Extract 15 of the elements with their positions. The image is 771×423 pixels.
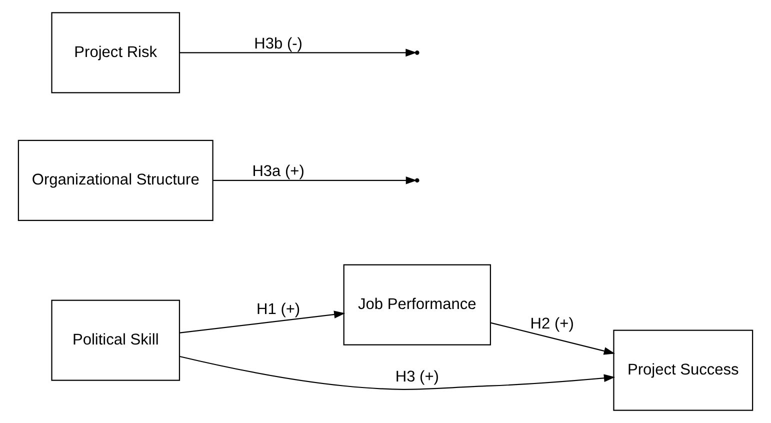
edge-label: H2 (+) (530, 315, 574, 332)
edge-label: H3 (+) (395, 368, 439, 386)
edge-label: H3b (-) (254, 35, 302, 52)
node-box: Job Performance (343, 264, 491, 346)
node-box: Project Success (613, 330, 754, 411)
arrow (490, 322, 616, 355)
edge-label: H3a (+) (252, 163, 304, 180)
node-box: Political Skill (51, 300, 180, 381)
arrow (180, 48, 417, 57)
edge-label: H1 (+) (256, 300, 300, 318)
node-box: Organizational Structure (18, 140, 214, 221)
arrow (180, 310, 346, 334)
arrow (180, 356, 616, 390)
arrow (213, 176, 417, 184)
node-box: Project Risk (51, 12, 180, 94)
